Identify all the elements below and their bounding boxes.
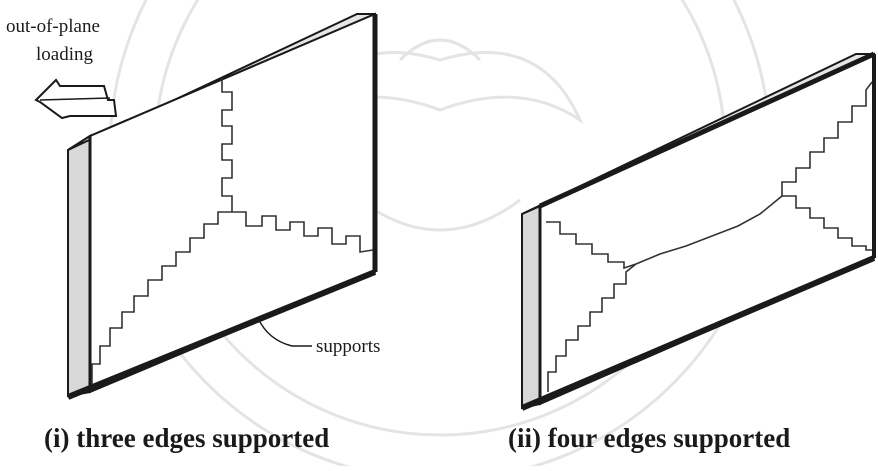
panel-left-edge-thickness <box>67 134 91 398</box>
support-bottom-edge <box>520 255 876 411</box>
caption-four-edges: (ii) four edges supported <box>508 423 790 453</box>
crack-left-bottom <box>547 263 637 392</box>
loading-label-line1: out-of-plane <box>6 16 100 37</box>
loading-arrow <box>34 78 118 120</box>
panel-left-edge-thickness <box>521 204 541 410</box>
crack-right-bottom <box>782 195 872 251</box>
supports-leader-line <box>257 317 312 347</box>
crack-ridge <box>635 195 783 265</box>
crack-vertical <box>221 78 233 212</box>
caption-three-edges: (i) three edges supported <box>44 423 329 453</box>
panel-three-edges <box>66 12 378 400</box>
arrow-midline <box>39 97 111 101</box>
crack-pattern-right <box>546 81 873 392</box>
supports-label: supports <box>316 336 380 357</box>
support-top-edge <box>538 51 876 209</box>
crack-right-top <box>781 81 873 196</box>
crack-pattern-left <box>91 78 374 384</box>
loading-label-line2: loading <box>36 44 93 65</box>
support-bottom-edge <box>66 269 377 400</box>
panel-face <box>539 52 875 406</box>
crack-left-top <box>546 221 637 270</box>
crack-diagonal-right <box>232 211 374 253</box>
crack-diagonal-left <box>91 211 232 384</box>
panel-four-edges <box>520 51 876 411</box>
